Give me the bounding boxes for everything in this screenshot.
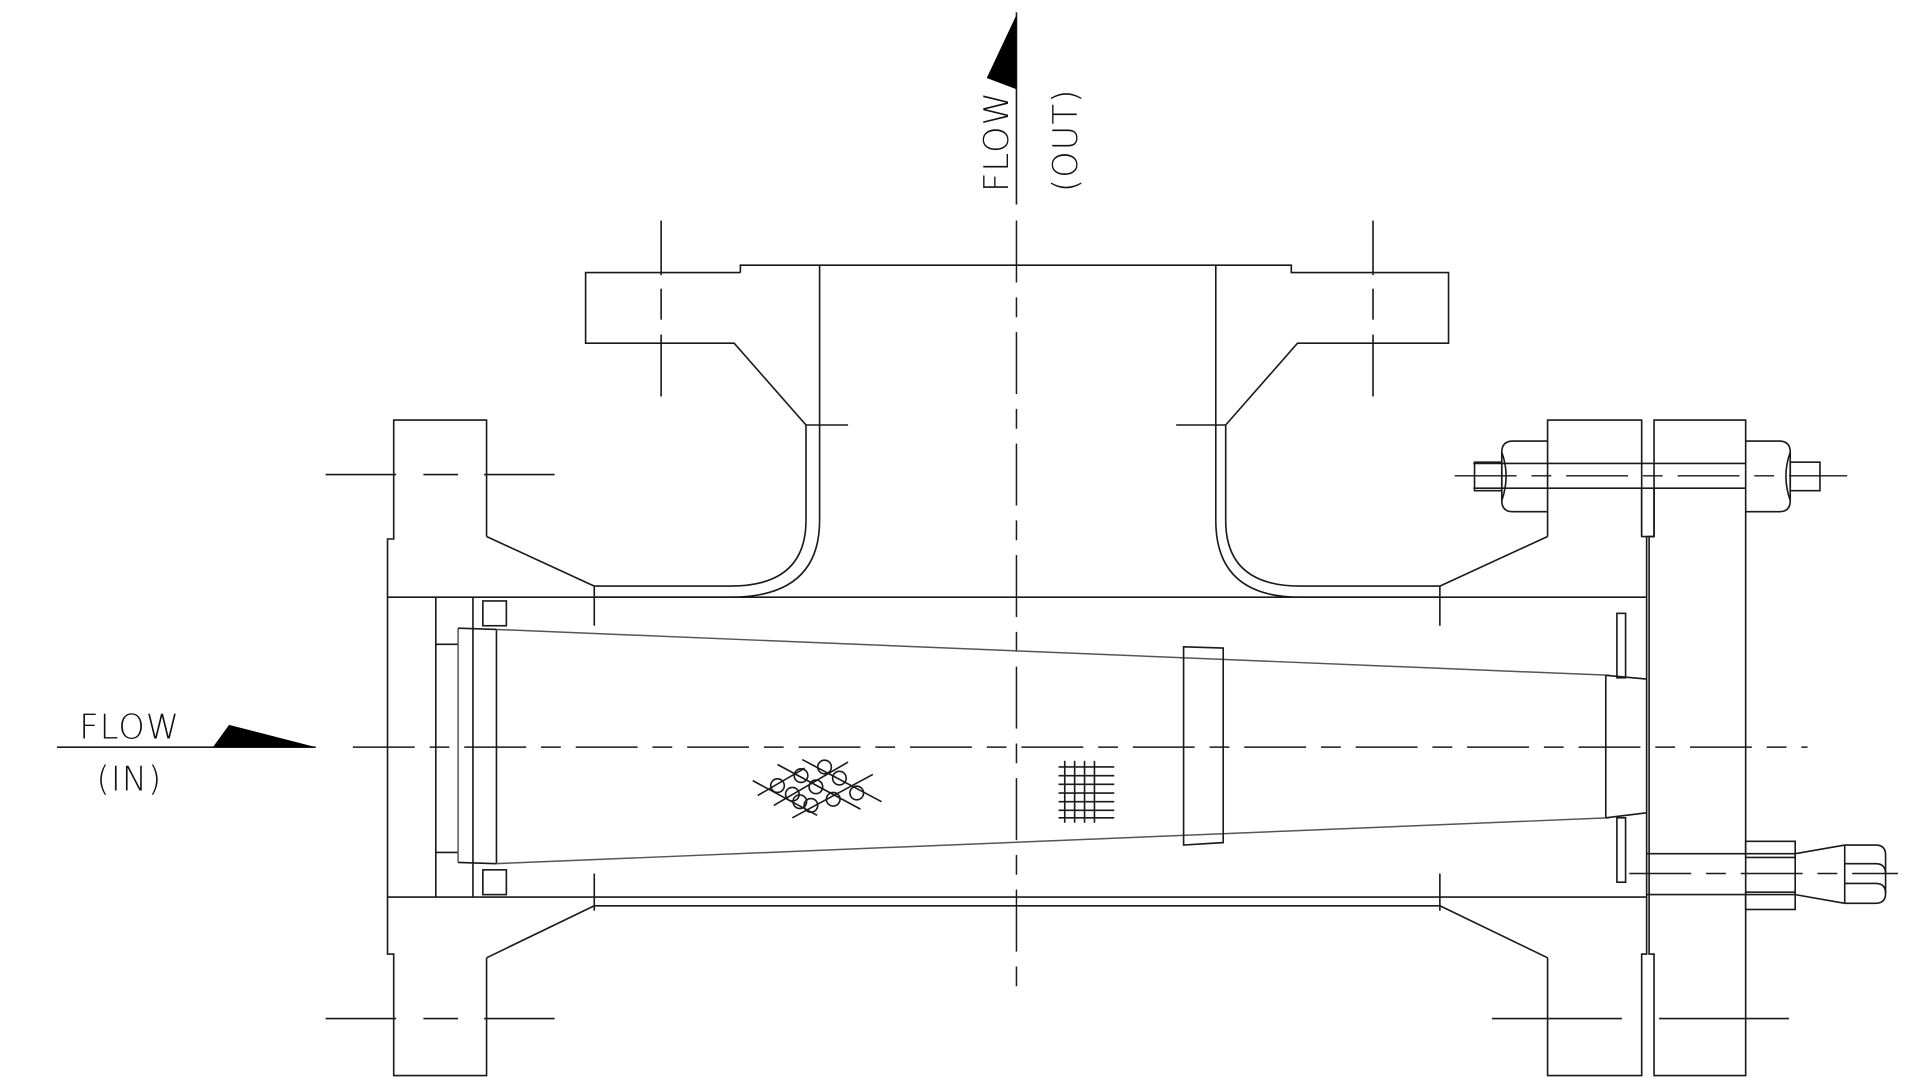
blind-flange-cover: [1646, 419, 1747, 1077]
flow-out-label-out: (OUT): [1046, 88, 1085, 192]
flow-out-arrow-icon: [986, 14, 1017, 90]
flow-out-indicator: FLOW (OUT): [977, 12, 1085, 205]
flow-in-label-flow: FLOW: [79, 707, 180, 746]
stud-bolt-with-nuts: [1454, 440, 1848, 537]
wire-mesh-symbol: [1058, 760, 1115, 823]
flow-in-arrow-icon: [212, 724, 316, 748]
inlet-flange: [325, 419, 555, 1077]
flow-in-indicator: FLOW (IN): [56, 707, 316, 799]
outlet-flange: [584, 220, 1450, 599]
body-end-flange: [1491, 419, 1790, 1077]
perforated-mesh-symbol: [752, 758, 882, 819]
conical-strainer-basket: [435, 600, 1647, 896]
tee-body: [387, 535, 1647, 959]
flow-out-label-flow: FLOW: [977, 91, 1016, 192]
drain-plug: [1629, 840, 1898, 911]
flow-in-label-in: (IN): [97, 760, 163, 799]
